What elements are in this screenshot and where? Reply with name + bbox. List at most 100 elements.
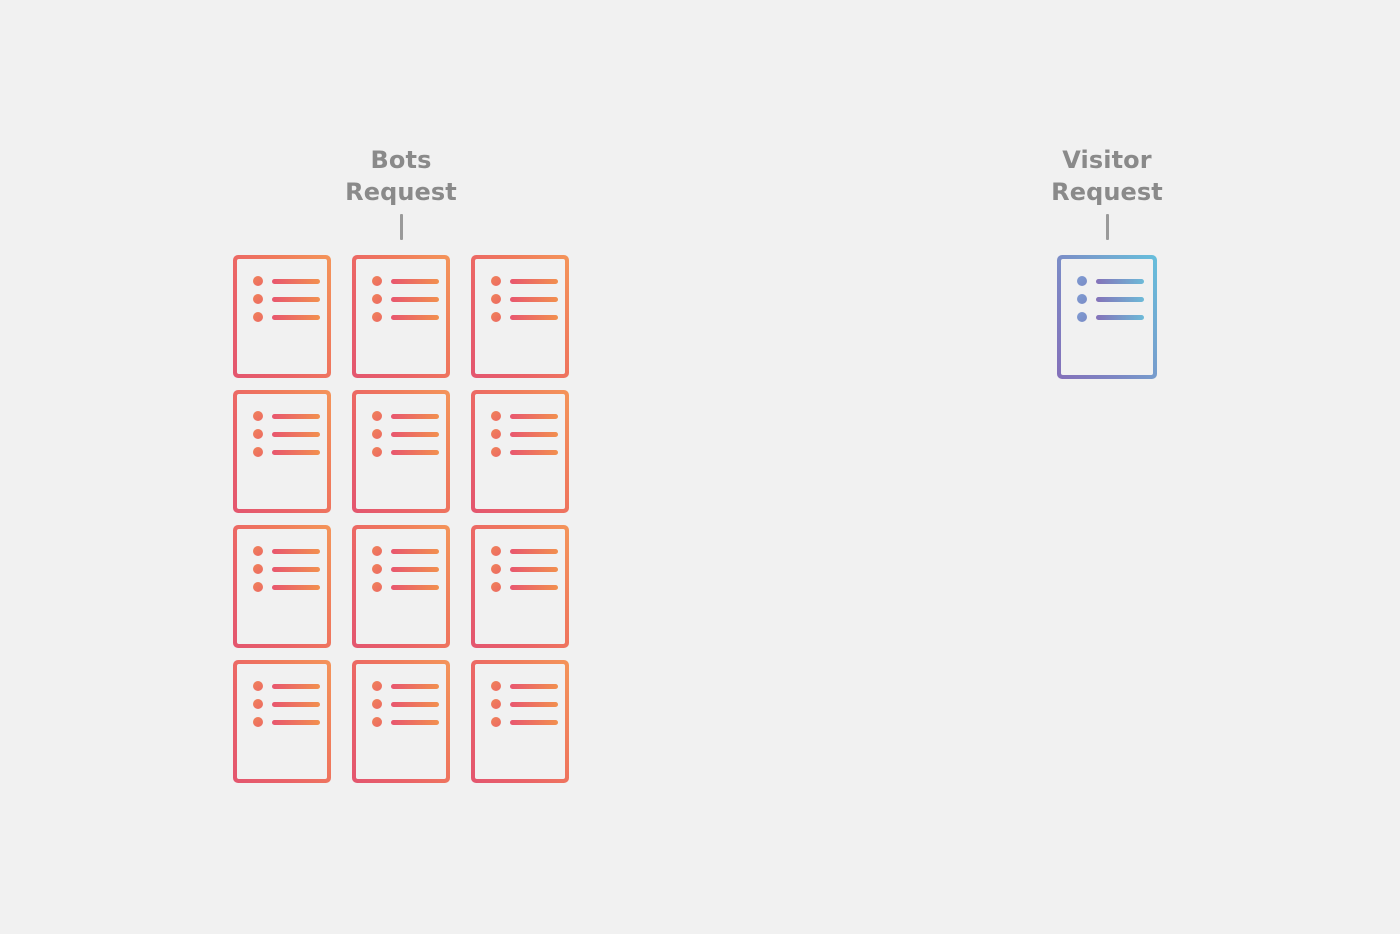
document-line-row (1077, 312, 1153, 322)
document-line-row (372, 582, 446, 592)
document-line-row (253, 411, 327, 421)
document-line-row (372, 429, 446, 439)
bullet-dot-icon (1077, 294, 1087, 304)
document-list-icon (233, 525, 331, 648)
document-line-row (491, 312, 565, 322)
bullet-dot-icon (372, 546, 382, 556)
document-line-list (253, 276, 327, 322)
document-line-row (372, 411, 446, 421)
document-line-row (253, 312, 327, 322)
bullet-dot-icon (491, 429, 501, 439)
text-line-bar (510, 584, 558, 590)
text-line-bar (272, 449, 320, 455)
text-line-bar (272, 566, 320, 572)
bullet-dot-icon (491, 312, 501, 322)
document-list-icon (471, 255, 569, 378)
document-line-list (253, 411, 327, 457)
bullet-dot-icon (491, 294, 501, 304)
text-line-bar (510, 683, 558, 689)
document-line-list (491, 681, 565, 727)
bullet-dot-icon (372, 294, 382, 304)
bullet-dot-icon (491, 681, 501, 691)
text-line-bar (272, 278, 320, 284)
bullet-dot-icon (372, 447, 382, 457)
document-list-icon (352, 390, 450, 513)
document-line-row (372, 294, 446, 304)
text-line-bar (272, 683, 320, 689)
document-body (475, 664, 565, 779)
document-line-list (491, 411, 565, 457)
text-line-bar (272, 431, 320, 437)
bullet-dot-icon (253, 546, 263, 556)
text-line-bar (1096, 314, 1144, 320)
document-line-row (253, 546, 327, 556)
bullet-dot-icon (372, 564, 382, 574)
bullet-dot-icon (1077, 312, 1087, 322)
text-line-bar (510, 449, 558, 455)
bullet-dot-icon (491, 717, 501, 727)
document-line-list (372, 546, 446, 592)
document-list-icon (233, 660, 331, 783)
document-line-row (372, 564, 446, 574)
bullet-dot-icon (491, 411, 501, 421)
text-line-bar (391, 278, 439, 284)
text-line-bar (391, 413, 439, 419)
document-line-list (1077, 276, 1153, 322)
document-list-icon (352, 660, 450, 783)
text-line-bar (272, 413, 320, 419)
document-line-list (253, 546, 327, 592)
document-line-row (491, 546, 565, 556)
bullet-dot-icon (372, 312, 382, 322)
document-list-icon (471, 525, 569, 648)
document-body (475, 529, 565, 644)
text-line-bar (391, 683, 439, 689)
bullet-dot-icon (372, 699, 382, 709)
bullet-dot-icon (253, 582, 263, 592)
document-line-row (1077, 294, 1153, 304)
bullet-dot-icon (253, 717, 263, 727)
text-line-bar (510, 314, 558, 320)
document-body (356, 259, 446, 374)
bullet-dot-icon (253, 294, 263, 304)
bullet-dot-icon (491, 699, 501, 709)
text-line-bar (391, 431, 439, 437)
text-line-bar (1096, 296, 1144, 302)
bullet-dot-icon (372, 717, 382, 727)
bullet-dot-icon (253, 564, 263, 574)
visitor-request-card-grid (1057, 255, 1157, 379)
document-line-row (491, 447, 565, 457)
bots-request-group: Bots Request (232, 144, 570, 783)
text-line-bar (391, 701, 439, 707)
document-line-row (491, 411, 565, 421)
text-line-bar (391, 566, 439, 572)
text-line-bar (272, 701, 320, 707)
text-line-bar (510, 719, 558, 725)
bots-request-label: Bots Request (345, 146, 457, 206)
text-line-bar (510, 296, 558, 302)
bullet-dot-icon (372, 582, 382, 592)
document-list-icon (1057, 255, 1157, 379)
bullet-dot-icon (253, 411, 263, 421)
bullet-dot-icon (1077, 276, 1087, 286)
bullet-dot-icon (253, 447, 263, 457)
document-list-icon (352, 255, 450, 378)
document-line-row (253, 699, 327, 709)
visitor-request-label: Visitor Request (1051, 146, 1163, 206)
bullet-dot-icon (372, 411, 382, 421)
document-line-row (253, 717, 327, 727)
document-line-row (253, 681, 327, 691)
vertical-tick-icon (399, 214, 403, 240)
text-line-bar (510, 548, 558, 554)
bullet-dot-icon (491, 546, 501, 556)
bullet-dot-icon (372, 429, 382, 439)
text-line-bar (272, 314, 320, 320)
text-line-bar (510, 278, 558, 284)
text-line-bar (510, 566, 558, 572)
document-line-row (491, 717, 565, 727)
document-body (356, 664, 446, 779)
document-line-row (491, 276, 565, 286)
document-line-row (372, 447, 446, 457)
document-list-icon (233, 255, 331, 378)
document-body (356, 529, 446, 644)
document-line-row (491, 429, 565, 439)
